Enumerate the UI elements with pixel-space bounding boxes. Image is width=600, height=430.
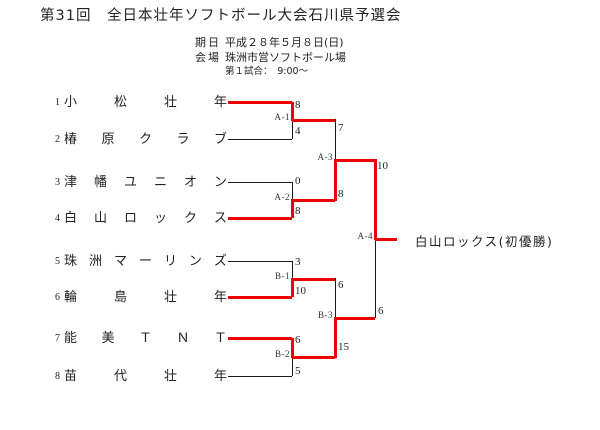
bracket-line <box>292 182 293 200</box>
team-row-5: 5 珠洲マーリンズ <box>55 253 227 269</box>
bracket-line <box>335 278 336 318</box>
team-name: 小松壮年 <box>64 94 227 109</box>
score-b2-top: 6 <box>295 334 301 346</box>
team-name: 苗代壮年 <box>64 368 227 383</box>
team-seed: 1 <box>55 96 60 108</box>
advance-line <box>292 199 335 202</box>
team-seed: 5 <box>55 255 60 267</box>
event-date-row: 期日平成２８年５月８日(日) <box>195 36 346 51</box>
advance-line <box>292 119 335 122</box>
score-a3-bottom: 8 <box>338 188 344 200</box>
bracket-line <box>335 119 336 160</box>
advance-line <box>334 317 337 358</box>
team-row-4: 4 白山ロックス <box>55 210 227 226</box>
first-game-time: 第１試合： 9:00～ <box>225 66 309 77</box>
score-b1-top: 3 <box>295 256 301 268</box>
advance-line <box>335 159 375 162</box>
team-name: 珠洲マーリンズ <box>64 253 227 268</box>
score-a1-bottom: 4 <box>295 125 301 137</box>
event-info: 期日平成２８年５月８日(日) 会場珠洲市営ソフトボール場 第１試合： 9:00～ <box>195 36 346 78</box>
advance-line <box>228 296 292 299</box>
advance-line <box>375 238 397 241</box>
venue-label: 会場 <box>195 50 221 64</box>
team-row-6: 6 輪島壮年 <box>55 289 227 305</box>
advance-line <box>228 217 292 220</box>
team-name: 白山ロックス <box>64 210 227 225</box>
event-venue-row: 会場珠洲市営ソフトボール場 <box>195 51 346 66</box>
score-b3-top: 6 <box>338 279 344 291</box>
score-b1-bottom: 10 <box>295 285 306 297</box>
team-seed: 3 <box>55 176 60 188</box>
team-row-1: 1 小松壮年 <box>55 94 227 110</box>
match-label-b2: B-2 <box>275 349 290 359</box>
team-name: 津幡ユニオン <box>64 174 227 189</box>
score-a1-top: 8 <box>295 99 301 111</box>
bracket-line <box>228 139 292 140</box>
team-name: 椿原クラブ <box>64 131 227 146</box>
date-value: 平成２８年５月８日(日) <box>225 36 344 49</box>
team-seed: 8 <box>55 370 60 382</box>
team-row-3: 3 津幡ユニオン <box>55 174 227 190</box>
team-seed: 6 <box>55 291 60 303</box>
match-label-b3: B-3 <box>318 310 333 320</box>
date-label: 期日 <box>195 36 221 49</box>
bracket-line <box>228 261 292 262</box>
team-row-8: 8 苗代壮年 <box>55 368 227 384</box>
advance-line <box>291 338 294 358</box>
bracket-line <box>228 376 292 377</box>
team-row-2: 2 椿原クラブ <box>55 131 227 147</box>
venue-value: 珠洲市営ソフトボール場 <box>225 50 346 64</box>
advance-line <box>292 356 335 359</box>
advance-line <box>335 317 375 320</box>
advance-line <box>334 159 337 201</box>
bracket-line <box>375 239 376 318</box>
score-a3-top: 7 <box>338 122 344 134</box>
match-label-a2: A-2 <box>274 192 290 202</box>
score-a2-top: 0 <box>295 175 301 187</box>
team-seed: 7 <box>55 332 60 344</box>
advance-line <box>292 278 335 281</box>
bracket-line <box>292 357 293 376</box>
advance-line <box>291 102 294 121</box>
team-seed: 4 <box>55 212 60 224</box>
match-label-a4: A-4 <box>357 231 373 241</box>
advance-line <box>291 278 294 297</box>
score-final-top: 10 <box>377 160 388 172</box>
advance-line <box>228 101 292 104</box>
score-b3-bottom: 15 <box>338 341 349 353</box>
match-label-b1: B-1 <box>275 271 290 281</box>
advance-line <box>291 199 294 218</box>
score-final-bottom: 6 <box>378 305 384 317</box>
advance-line <box>374 159 377 240</box>
match-label-a3: A-3 <box>317 152 333 162</box>
score-b2-bottom: 5 <box>295 365 301 377</box>
bracket-line <box>292 261 293 279</box>
team-seed: 2 <box>55 133 60 145</box>
bracket-line <box>228 182 292 183</box>
advance-line <box>228 337 292 340</box>
score-a2-bottom: 8 <box>295 205 301 217</box>
champion-label: 白山ロックス(初優勝) <box>415 234 554 249</box>
bracket-line <box>292 120 293 139</box>
page-title: 第31回 全日本壮年ソフトボール大会石川県予選会 <box>40 8 402 24</box>
team-name: 輪島壮年 <box>64 289 227 304</box>
match-label-a1: A-1 <box>274 112 290 122</box>
